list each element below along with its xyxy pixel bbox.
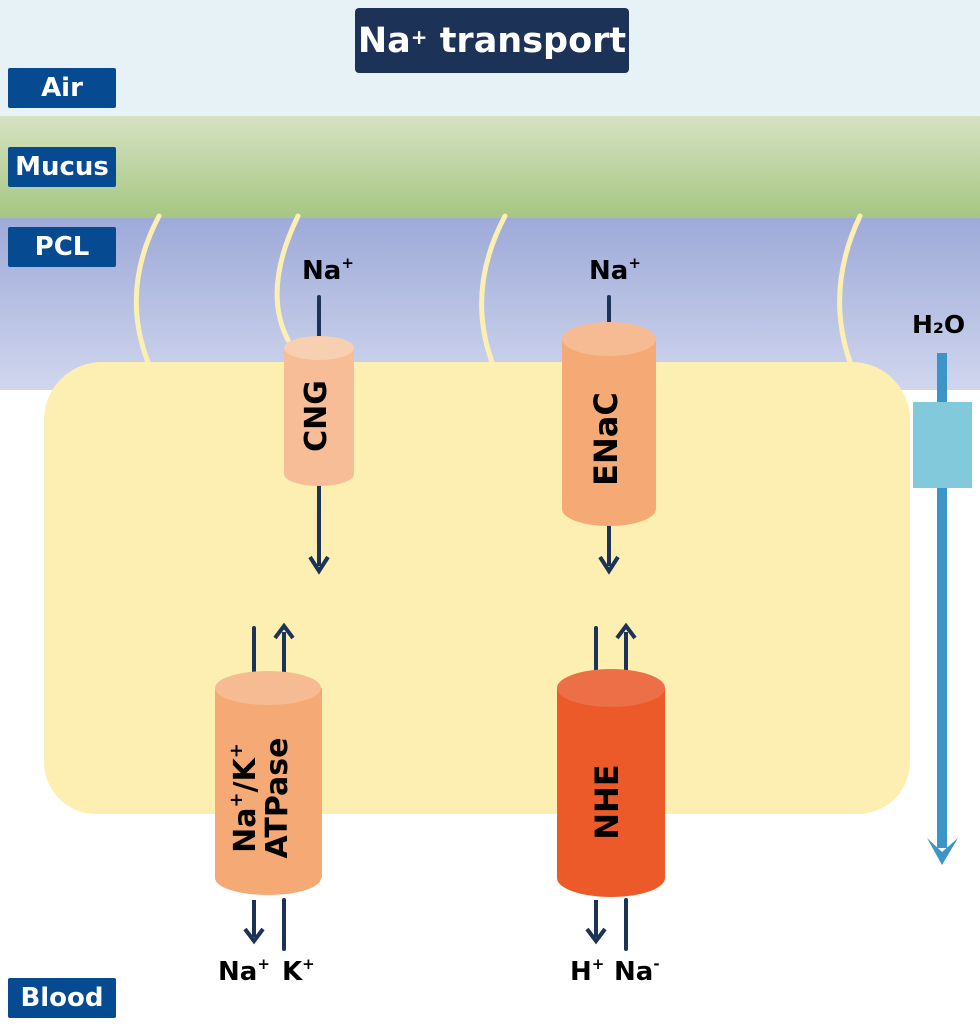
ion-label-enac-na: Na+ [589,254,641,286]
ion-label-nhe-h: H+ [570,955,605,987]
atpase-label-line2: ATPase [259,737,295,859]
mucus-layer [0,116,980,218]
layer-label-blood: Blood [8,978,116,1018]
arrowhead-icon [243,927,265,945]
cilium [479,213,508,365]
arrowhead-icon [927,838,958,865]
epithelial-cell [44,362,910,814]
channel-label-cng: CNG [299,380,334,452]
cilium [274,213,301,343]
water-flow-arrow [937,353,947,848]
arrowhead-icon [308,555,330,575]
diagram-title: Na+ transport [355,8,629,73]
aquaporin-channel [913,402,972,488]
channel-label-nhe: NHE [588,764,626,840]
layer-label-mucus: Mucus [8,147,116,187]
ion-label-nhe-na: Na- [614,955,660,987]
arrowhead-icon [585,927,607,945]
channel-label-enac: ENaC [587,392,625,486]
atpase-pump [215,671,322,895]
channel-label-atpase: Na+/K+ATPase [226,708,306,888]
atpase-label-line1: Na+/K+ [226,743,263,853]
nhe-exchanger [557,669,665,897]
layer-label-pcl: PCL [8,227,116,267]
layer-label-air: Air [8,68,116,108]
arrowhead-icon [615,622,637,640]
enac-channel [562,322,656,526]
ion-label-water: H₂O [912,310,966,339]
ion-label-cng-na: Na+ [302,254,354,286]
arrowhead-icon [273,622,295,640]
cng-channel [284,336,354,486]
cilium [133,213,162,365]
ion-label-atpase-na: Na+ [218,955,270,987]
cilium [837,213,863,365]
arrowhead-icon [598,555,620,575]
ion-label-atpase-k: K+ [282,955,315,987]
